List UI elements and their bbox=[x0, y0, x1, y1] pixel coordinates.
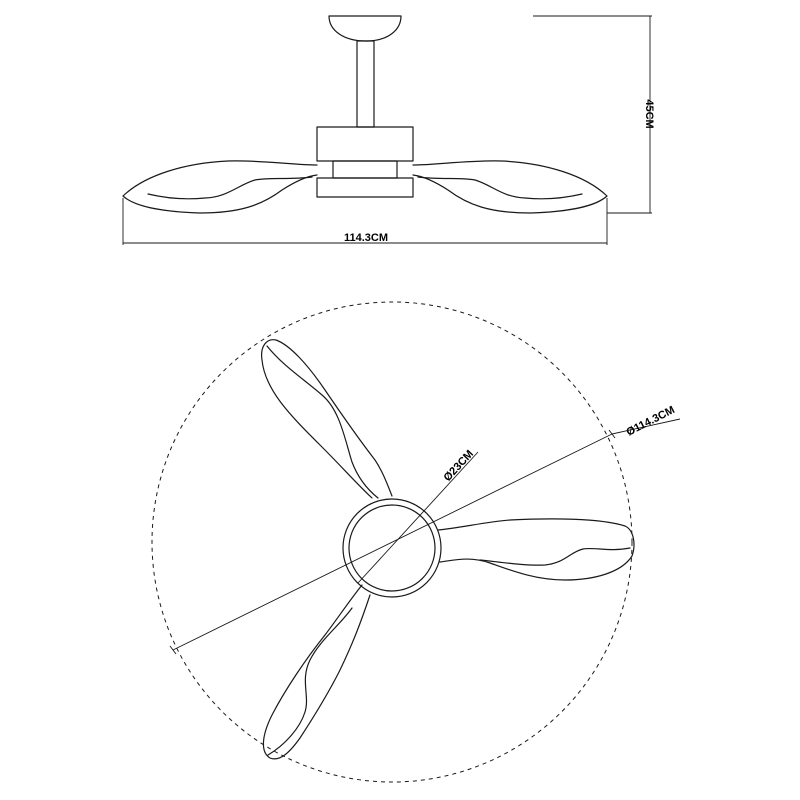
blade-sweep-circle bbox=[151, 301, 633, 783]
hub-label: Ø23CM bbox=[441, 448, 476, 484]
left-blade-side bbox=[122, 160, 318, 214]
top-view: Ø114.3CM Ø23CM bbox=[151, 301, 681, 783]
hub-outer-ring bbox=[342, 498, 442, 598]
light-kit bbox=[316, 177, 414, 198]
blade-lower-left-edge bbox=[267, 607, 353, 756]
height-label: 45CM bbox=[643, 99, 655, 128]
diameter-leader bbox=[611, 418, 681, 435]
right-blade-side bbox=[412, 160, 608, 214]
ceiling-canopy bbox=[328, 15, 402, 42]
motor-neck bbox=[332, 160, 398, 179]
right-blade-inner-edge bbox=[417, 176, 583, 200]
blade-upper-left bbox=[261, 339, 393, 499]
side-view: 114.3CM 45CM bbox=[122, 15, 655, 245]
blade-right bbox=[437, 518, 635, 581]
blade-upper-left-edge bbox=[266, 345, 379, 499]
hub-inner-ring bbox=[348, 504, 436, 592]
downrod bbox=[356, 40, 375, 128]
blade-right-edge bbox=[479, 547, 631, 566]
diameter-tick-left bbox=[169, 645, 177, 655]
blade-lower-left bbox=[262, 584, 371, 760]
diameter-dimension-line bbox=[172, 433, 613, 651]
width-label: 114.3CM bbox=[344, 232, 388, 244]
motor-housing bbox=[316, 126, 414, 162]
left-blade-inner-edge bbox=[147, 176, 313, 200]
hub-dimension-line bbox=[357, 451, 479, 584]
